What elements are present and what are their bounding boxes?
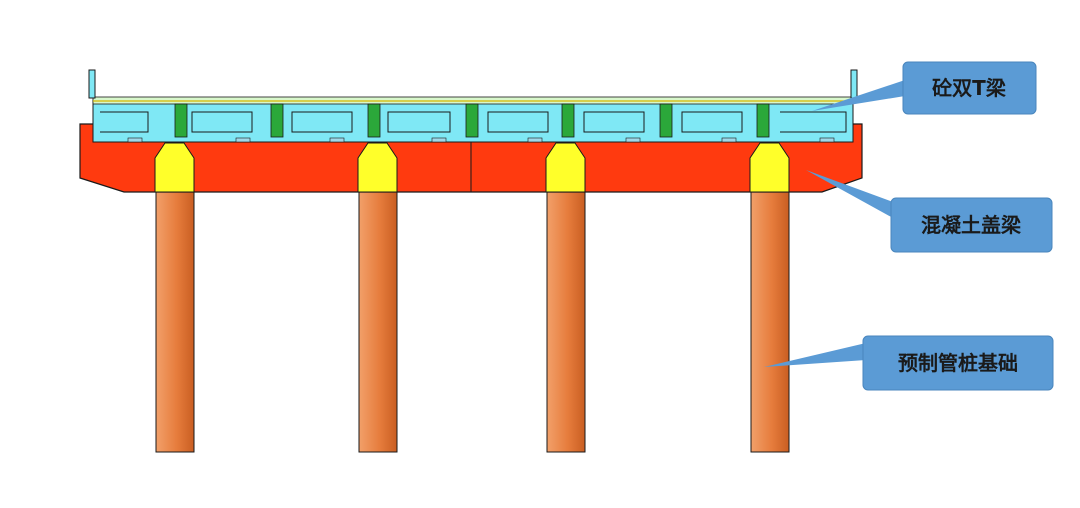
callout-t-beam: 砼双T梁 <box>812 61 1037 115</box>
bearing-pads <box>127 137 835 143</box>
support-block-2 <box>357 142 398 193</box>
callout-cap-beam-pointer <box>806 170 893 218</box>
callout-pile-pointer <box>764 343 866 367</box>
right-parapet <box>850 69 858 99</box>
shear-key <box>174 103 188 138</box>
shear-key <box>659 103 673 138</box>
shear-keys <box>174 103 770 138</box>
double-t-beam <box>88 69 858 143</box>
support-block-3 <box>545 142 586 193</box>
pile-3 <box>546 189 586 453</box>
callout-cap-beam: 混凝土盖梁 <box>806 170 1053 253</box>
support-block-1 <box>154 142 195 193</box>
shear-key <box>561 103 575 138</box>
callout-cap-beam-label: 混凝土盖梁 <box>921 213 1022 237</box>
shear-key <box>367 103 381 138</box>
t-beam-cells <box>100 111 847 133</box>
callout-pile: 预制管桩基础 <box>764 335 1054 391</box>
pile-1 <box>155 189 195 453</box>
piles <box>155 189 790 453</box>
callout-pile-box <box>862 335 1054 391</box>
support-block-4 <box>749 142 790 193</box>
shear-key <box>465 103 479 138</box>
shear-key <box>756 103 770 138</box>
pile-2 <box>358 189 398 453</box>
callout-pile-label: 预制管桩基础 <box>898 351 1018 375</box>
pile-4 <box>750 189 790 453</box>
callout-t-beam-box <box>902 61 1037 115</box>
callout-t-beam-label: 砼双T梁 <box>932 76 1007 100</box>
left-parapet <box>88 69 96 99</box>
callout-t-beam-pointer <box>812 80 905 111</box>
shear-key <box>270 103 284 138</box>
callout-cap-beam-box <box>890 197 1053 253</box>
